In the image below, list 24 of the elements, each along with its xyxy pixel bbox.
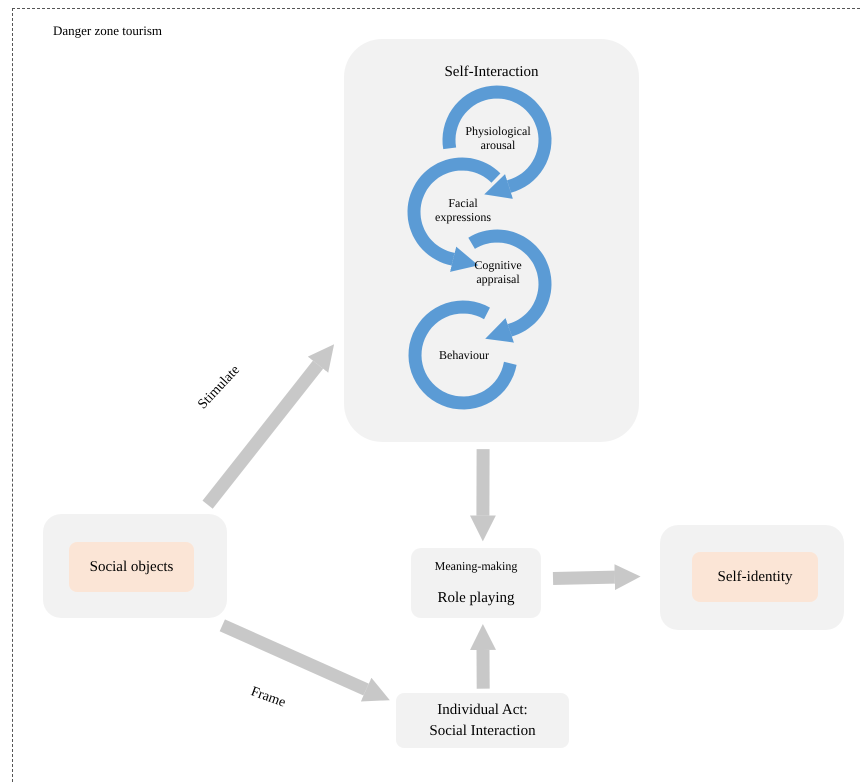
block-arrow [220, 619, 390, 702]
process-box: Self-identity [692, 552, 818, 602]
block-arrow [470, 624, 496, 689]
cycle-label: Facial expressions [421, 193, 505, 229]
curved-arrow [442, 86, 552, 199]
cycle-label: Physiological arousal [456, 121, 540, 157]
block-arrow [470, 449, 496, 542]
box-heading: Meaning-making [434, 558, 518, 575]
curved-arrow [468, 230, 552, 343]
edge-label: Frame [248, 683, 288, 713]
rounded-panel [344, 39, 639, 442]
cycle-label: Cognitive appraisal [456, 245, 540, 301]
block-arrow [552, 564, 641, 590]
curved-arrow [408, 158, 500, 272]
cycle-label: Behaviour [422, 333, 506, 379]
process-box: Social objects [69, 542, 194, 592]
panel-title: Self-Interaction [443, 63, 540, 82]
frame-title: Danger zone tourism [53, 22, 164, 40]
block-arrow [202, 344, 334, 509]
box-text: Role playing [437, 588, 515, 608]
rounded-panel [43, 514, 227, 618]
rounded-panel [660, 525, 844, 630]
dashed-frame [12, 8, 860, 782]
process-box: Individual Act: Social Interaction [396, 693, 569, 748]
